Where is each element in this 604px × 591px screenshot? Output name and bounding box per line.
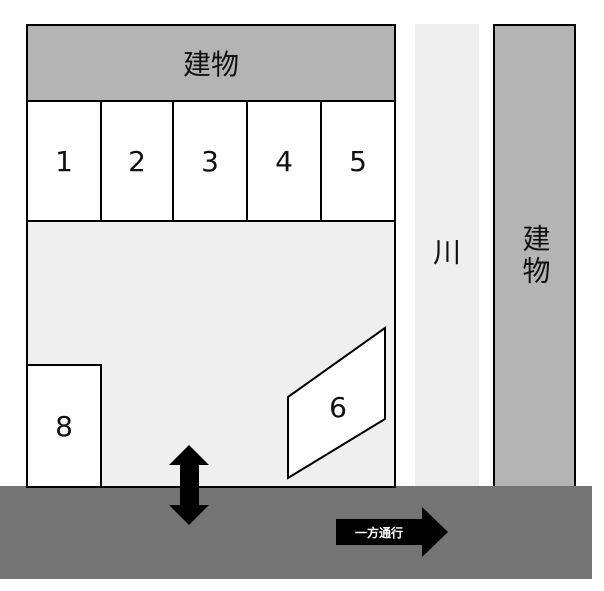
oneway-label: 一方通行 (336, 519, 422, 545)
river: 川 (415, 24, 479, 487)
slot-label: 3 (201, 144, 219, 178)
parking-slot-1: 1 (26, 100, 102, 222)
oneway-text: 一方通行 (354, 525, 403, 540)
double-vertical-arrow-icon (169, 445, 209, 525)
parking-slot-3: 3 (172, 100, 248, 222)
river-label: 川 (432, 235, 461, 269)
parking-slot-8: 8 (26, 364, 102, 488)
parking-slot-6 (287, 326, 386, 480)
parking-slot-4: 4 (246, 100, 322, 222)
road (0, 486, 592, 579)
slot-label: 1 (55, 144, 73, 178)
slot-label: 8 (55, 409, 73, 443)
slot-label: 2 (128, 144, 146, 178)
slot-label: 6 (329, 390, 347, 424)
parking-slot-5: 5 (320, 100, 396, 222)
slot-label: 5 (349, 144, 367, 178)
slot-label: 4 (275, 144, 293, 178)
building-top-label: 建物 (182, 48, 239, 81)
slot-6-label-wrap: 6 (320, 389, 356, 425)
building-right: 建物 (493, 24, 576, 488)
building-top: 建物 (26, 24, 396, 102)
right-arrow-icon (336, 507, 448, 557)
building-right-label: 建物 (518, 224, 552, 288)
parking-slot-2: 2 (100, 100, 174, 222)
